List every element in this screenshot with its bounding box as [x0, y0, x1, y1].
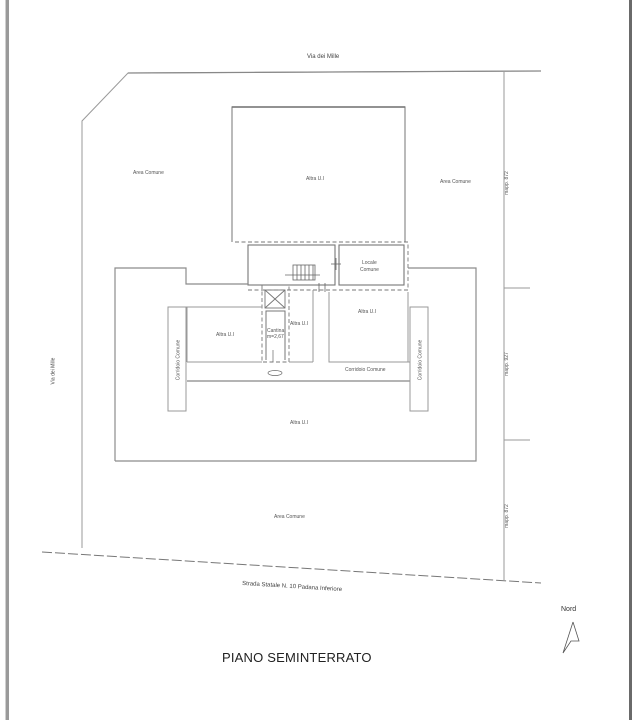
parcel-label-top-right: mapp. 872 — [503, 171, 510, 195]
street-label-top: Via dei Mille — [307, 54, 340, 60]
page-left-border — [5, 0, 9, 720]
stairs — [285, 258, 341, 292]
unit-label-bottom-block: Altra U.I — [290, 420, 309, 426]
cantina-label-2: m=2,67 — [267, 334, 284, 340]
right-wing-unit — [328, 292, 410, 363]
unit-label-right-wing: Altra U.I — [358, 309, 377, 315]
parcel-label-bottom-right: mapp. 872 — [503, 504, 510, 528]
parcel-label-middle-right: mapp. 927 — [503, 352, 510, 376]
corridor-label-left: Corridoio Comune — [175, 339, 182, 381]
unit-label-top-block: Altra U.I — [306, 176, 325, 182]
door-symbol — [267, 370, 283, 376]
cantina-room — [265, 310, 286, 362]
right-corridor — [409, 306, 429, 412]
locale-comune-label-1: Locale — [362, 260, 377, 266]
cantina-label-1: Cantina — [267, 328, 285, 334]
corridor-label-main: Corridoio Comune — [345, 367, 386, 373]
corridor-label-right: Corridoio Comune — [417, 339, 424, 381]
main-building-outline — [114, 267, 477, 462]
top-block-unit — [231, 106, 406, 242]
bottom-road-line — [41, 551, 542, 584]
left-wing-unit — [186, 306, 262, 363]
area-comune-top-left: Area Comune — [133, 170, 164, 176]
center-unit — [289, 290, 314, 363]
north-label: Nord — [561, 606, 577, 613]
unit-label-center: Altra U.I — [290, 321, 309, 327]
top-street-line — [127, 70, 542, 74]
shaft-box — [264, 289, 286, 309]
left-corridor — [167, 306, 187, 412]
area-comune-top-right: Area Comune — [440, 179, 471, 185]
locale-comune-label-2: Comune — [360, 267, 379, 273]
drawing-title: PIANO SEMINTERRATO — [222, 650, 372, 665]
unit-label-left-wing: Altra U.I — [216, 332, 235, 338]
locale-comune-rooms — [247, 244, 405, 286]
subject-unit-dashed-outline — [235, 241, 409, 363]
street-label-left: Via dei Mille — [50, 357, 57, 385]
north-arrow-icon — [562, 621, 580, 654]
area-comune-bottom: Area Comune — [274, 514, 305, 520]
lot-boundary — [81, 70, 542, 580]
page-right-border — [629, 0, 632, 720]
